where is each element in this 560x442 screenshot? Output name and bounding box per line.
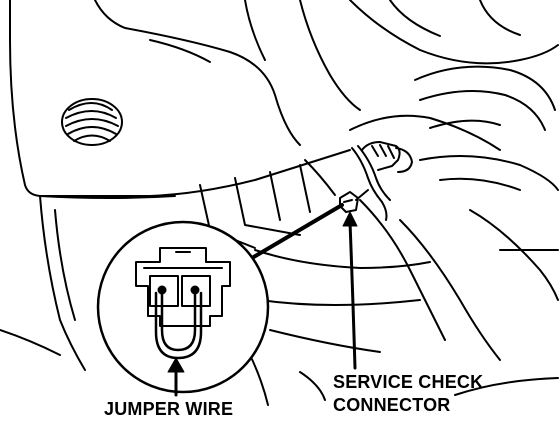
service-check-arrow (342, 211, 358, 370)
jumper-wire (154, 291, 203, 360)
steering-column (349, 0, 559, 361)
service-check-label-line1: SERVICE CHECK (333, 372, 484, 392)
jumper-wire-arrow (167, 357, 185, 397)
jumper-wire-label: JUMPER WIRE (104, 399, 234, 419)
service-check-connector-icon (339, 189, 369, 213)
wire-harness (351, 141, 413, 221)
air-vent-icon (61, 98, 123, 146)
connector-detail-inset (96, 220, 270, 394)
magnify-leader-line (250, 203, 344, 260)
service-check-label-line2: CONNECTOR (333, 395, 451, 415)
dashboard-panel (9, 0, 361, 199)
